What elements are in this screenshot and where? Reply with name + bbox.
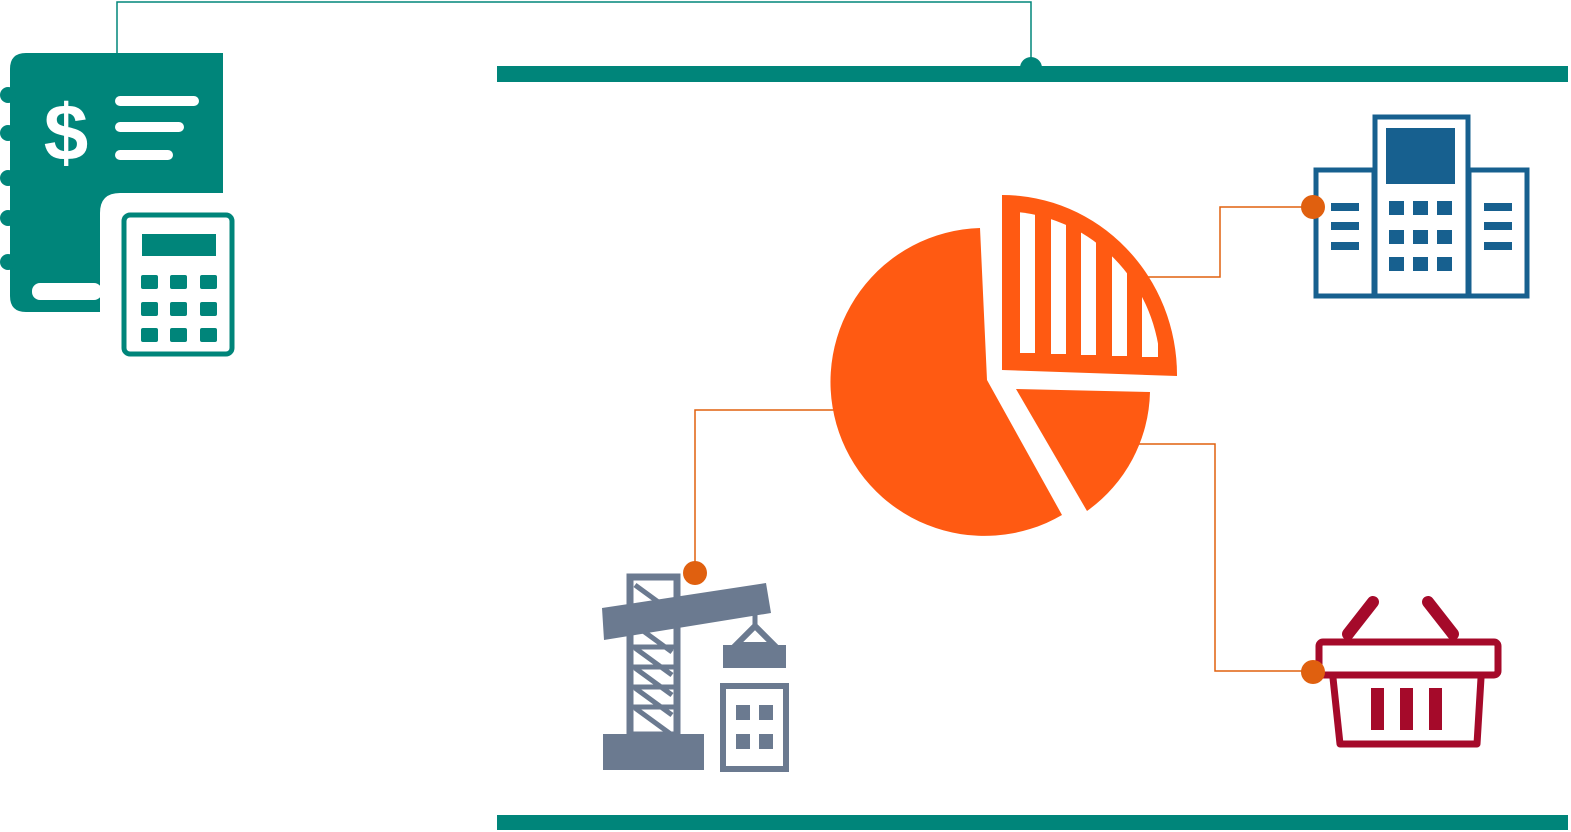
pie-slice-large	[830, 228, 1062, 536]
pie-slice-small	[1016, 389, 1150, 511]
office-windows	[1331, 128, 1512, 271]
crane-connector-line	[694, 409, 877, 573]
construction-crane-icon	[602, 573, 789, 772]
office-connector-dot	[1301, 195, 1325, 219]
office-building-icon	[1313, 114, 1530, 299]
basket-connector-dot	[1301, 660, 1325, 684]
connector-knob	[1020, 57, 1042, 68]
office-connector-line	[1146, 206, 1313, 278]
shopping-basket-icon	[1315, 596, 1502, 748]
bottom-divider-bar	[497, 815, 1568, 830]
svg-text:$: $	[44, 88, 89, 177]
ledger-connector-line	[116, 1, 1032, 62]
connector-lines	[694, 206, 1313, 672]
basket-connector-line	[1117, 443, 1313, 672]
crane-connector-dot	[683, 561, 707, 585]
pie-chart-icon	[830, 195, 1178, 536]
top-divider-bar	[497, 66, 1568, 82]
calculator-icon	[121, 212, 235, 357]
ledger-dollar-icon: $	[0, 53, 223, 312]
